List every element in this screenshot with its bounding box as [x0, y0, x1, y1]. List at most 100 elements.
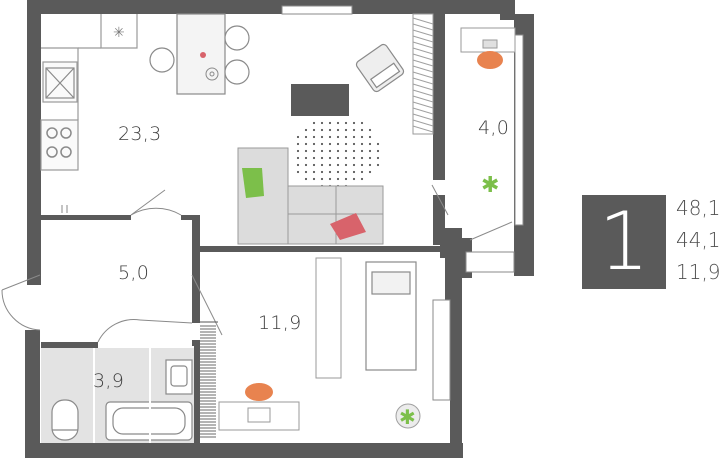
rug-dot	[360, 128, 364, 132]
rug-dot	[336, 177, 340, 181]
rug-dot	[320, 121, 324, 125]
rug-dot	[304, 170, 308, 174]
rug-dot	[360, 121, 364, 125]
hatch-line	[412, 101, 434, 109]
wardrobe-living	[412, 13, 434, 135]
rug-dot	[368, 142, 372, 146]
hatch-line	[412, 65, 434, 73]
area-bathroom: 3,9	[93, 370, 125, 392]
chair-icons	[149, 25, 250, 85]
rug-dot	[320, 177, 324, 181]
rug-dot	[320, 128, 324, 132]
rug-dot	[328, 163, 332, 167]
radiator	[200, 321, 218, 438]
bedroom-chair	[245, 383, 273, 401]
tv-icon	[291, 84, 349, 116]
rug-dot	[312, 177, 316, 181]
rug-dot	[328, 121, 332, 125]
rug-dot	[360, 135, 364, 139]
rug-dot	[312, 135, 316, 139]
area-hallway: 5,0	[118, 262, 150, 284]
rug-dot	[320, 163, 324, 167]
rug-dot	[320, 170, 324, 174]
loggia-cabinet	[465, 251, 515, 273]
rug-dot	[336, 142, 340, 146]
rug-dot	[368, 128, 372, 132]
rug-dot	[344, 142, 348, 146]
rug-dot	[312, 170, 316, 174]
room-count-badge: 1	[582, 195, 666, 289]
loggia-chair	[477, 51, 503, 69]
rug-dot	[344, 121, 348, 125]
chimney-icon	[61, 205, 68, 213]
rug	[296, 121, 380, 188]
rug-dot	[360, 156, 364, 160]
rug-dot	[352, 149, 356, 153]
washbasin	[165, 359, 193, 395]
svg-text:✱: ✱	[399, 407, 416, 429]
rug-dot	[368, 163, 372, 167]
rug-dot	[368, 156, 372, 160]
rug-dot	[304, 149, 308, 153]
rug-dot	[336, 128, 340, 132]
hatch-line	[412, 35, 434, 43]
rug-dot	[344, 177, 348, 181]
rug-dot	[368, 149, 372, 153]
rug-dot	[312, 121, 316, 125]
rug-dot	[336, 149, 340, 153]
rug-dot	[296, 149, 300, 153]
rug-dot	[304, 128, 308, 132]
rug-dot	[344, 170, 348, 174]
rug-dot	[296, 142, 300, 146]
rug-dot	[344, 163, 348, 167]
rug-dot	[360, 149, 364, 153]
loggia-desk	[460, 27, 516, 53]
rug-dot	[352, 163, 356, 167]
rug-dot	[352, 121, 356, 125]
hatch-line	[412, 41, 434, 49]
windows	[281, 5, 524, 401]
hatch-line	[412, 17, 434, 25]
plate-icon	[200, 52, 206, 58]
rug-dot	[328, 142, 332, 146]
hatch-line	[412, 71, 434, 79]
rug-dot	[344, 156, 348, 160]
hatch-line	[412, 95, 434, 103]
rug-dot	[312, 163, 316, 167]
rug-dot	[344, 135, 348, 139]
hatch-line	[412, 83, 434, 91]
room-count: 1	[598, 195, 650, 288]
rug-dot	[328, 156, 332, 160]
rug-dot	[336, 156, 340, 160]
rug-dot	[312, 142, 316, 146]
rug-dot	[328, 170, 332, 174]
door-swings	[1, 184, 513, 343]
hatch-line	[412, 119, 434, 127]
rug-dot	[304, 163, 308, 167]
plant-icon: ✱	[481, 172, 499, 197]
cushion-pink	[330, 213, 366, 240]
rug-dot	[296, 156, 300, 160]
hatch-line	[412, 29, 434, 37]
rug-dot	[312, 128, 316, 132]
stove-icon	[46, 127, 72, 158]
rug-dot	[336, 121, 340, 125]
rug-dot	[328, 149, 332, 153]
hatch-line	[412, 77, 434, 85]
area-living-kitchen: 23,3	[118, 123, 162, 145]
rug-dot	[352, 156, 356, 160]
cup-icon	[205, 67, 219, 81]
rug-dot	[320, 156, 324, 160]
rug-dot	[296, 170, 300, 174]
rug-dot	[376, 156, 380, 160]
hatch-line	[412, 107, 434, 115]
fridge-icon: ✳	[113, 25, 125, 41]
rug-dot	[304, 142, 308, 146]
rug-dot	[296, 135, 300, 139]
armchair-icon	[355, 43, 405, 93]
rug-dot	[352, 128, 356, 132]
cushion-green	[242, 168, 264, 198]
rug-dot	[320, 142, 324, 146]
rug-dot	[328, 177, 332, 181]
